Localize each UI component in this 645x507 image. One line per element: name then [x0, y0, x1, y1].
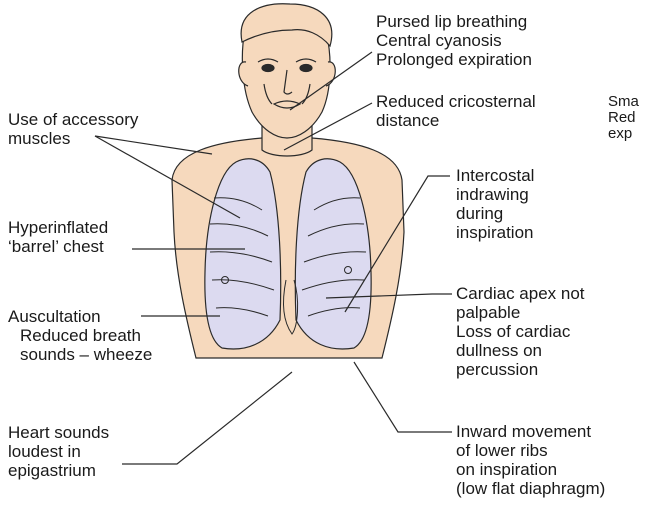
leader-heart-sounds	[122, 372, 292, 464]
label-barrel-chest: Hyperinflated ‘barrel’ chest	[8, 218, 108, 256]
label-intercostal-indrawing: Intercostal indrawing during inspiration	[456, 166, 534, 242]
label-clipped-right-edge: Sma Red exp	[608, 94, 639, 142]
label-heart-sounds: Heart sounds loudest in epigastrium	[8, 423, 109, 480]
label-accessory-muscles: Use of accessory muscles	[8, 110, 138, 148]
label-inward-movement-ribs: Inward movement of lower ribs on inspira…	[456, 422, 605, 498]
label-pursed-lip-breathing: Pursed lip breathing Central cyanosis Pr…	[376, 12, 532, 69]
label-cardiac-apex: Cardiac apex not palpable Loss of cardia…	[456, 284, 585, 379]
leader-inward-ribs	[354, 362, 452, 432]
label-auscultation: Auscultation	[8, 307, 101, 326]
label-reduced-breath-sounds: Reduced breath sounds – wheeze	[20, 326, 152, 364]
label-reduced-cricosternal-distance: Reduced cricosternal distance	[376, 92, 536, 130]
